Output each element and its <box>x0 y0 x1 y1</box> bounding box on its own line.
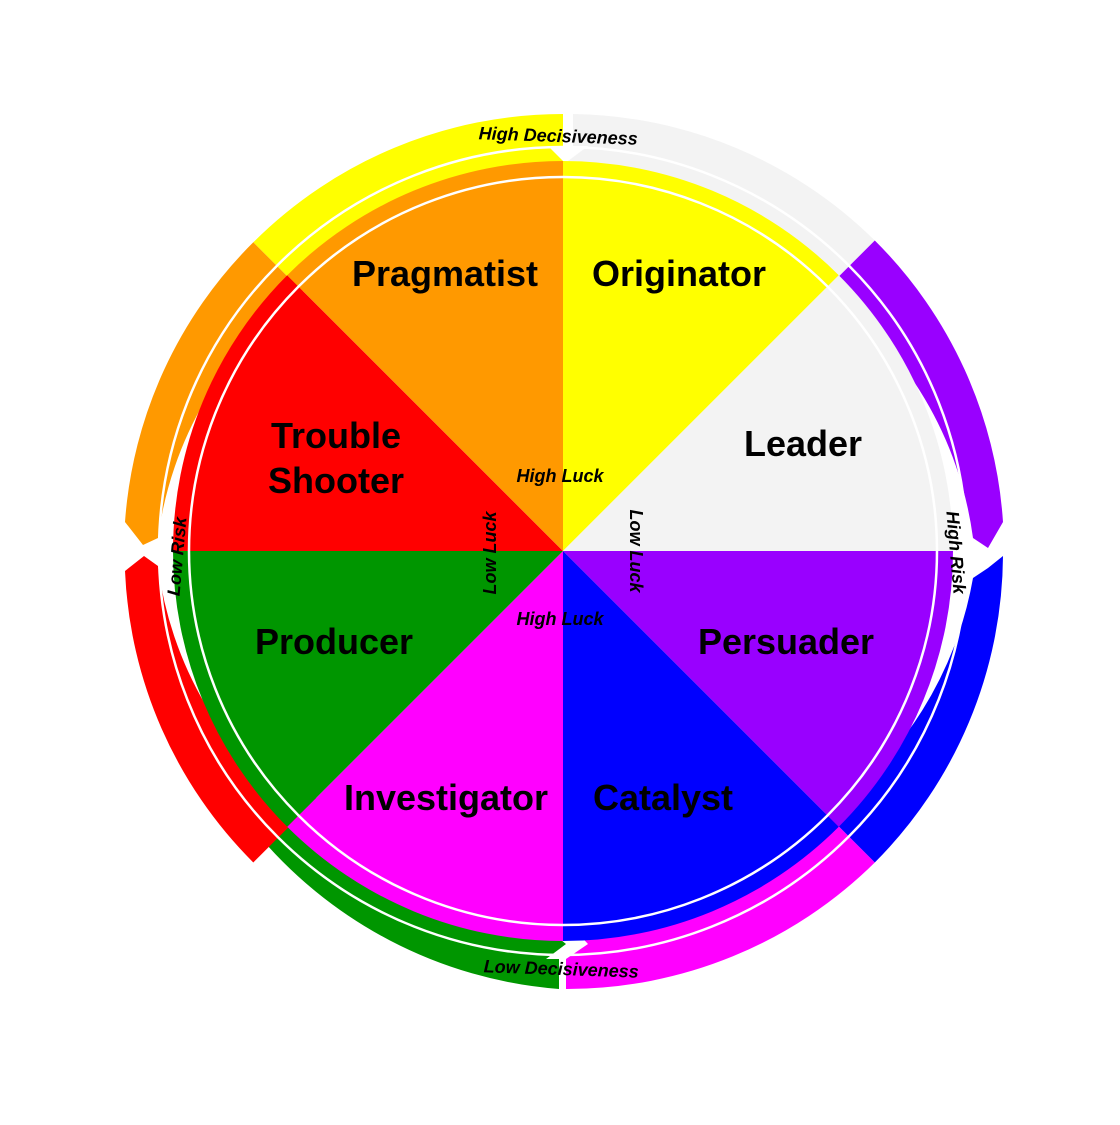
wedge-persuader <box>563 551 839 941</box>
axis-label-lower-high-luck: High Luck <box>516 609 604 629</box>
segment-label-leader: Leader <box>744 423 862 464</box>
segment-label-catalyst: Catalyst <box>593 777 733 818</box>
axis-label-right-low-luck: Low Luck <box>626 509 646 593</box>
wedge-producer <box>173 275 563 551</box>
axis-label-upper-high-luck: High Luck <box>516 466 604 486</box>
wedge-investigator <box>173 551 563 827</box>
wedge-leader <box>563 551 953 827</box>
segment-label-trouble-shooter-line2: Shooter <box>268 460 404 501</box>
wedge-trouble-shooter <box>287 161 563 551</box>
segment-label-investigator: Investigator <box>344 777 548 818</box>
segment-label-pragmatist: Pragmatist <box>352 253 538 294</box>
segment-label-trouble-shooter-line1: Trouble <box>271 415 401 456</box>
segment-label-producer: Producer <box>255 621 413 662</box>
outer-separator-ring <box>157 145 969 957</box>
segment-label-persuader: Persuader <box>698 621 874 662</box>
segment-wedges <box>173 161 954 941</box>
wedge-catalyst <box>287 551 563 941</box>
segment-label-originator: Originator <box>592 253 766 294</box>
inner-separator-ring <box>187 175 939 927</box>
wedge-originator <box>563 275 954 551</box>
axis-label-left-low-luck: Low Luck <box>480 511 500 595</box>
wedge-pragmatist <box>563 161 839 551</box>
